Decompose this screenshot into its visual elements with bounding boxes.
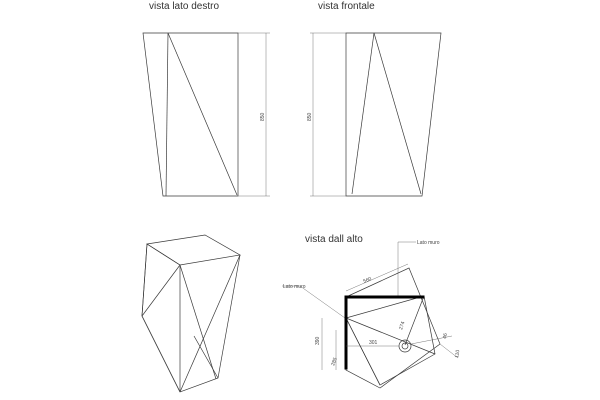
front-view-right-diagonal	[373, 32, 422, 195]
wall-label-left: Lato muro	[283, 284, 306, 290]
dim-right: 110	[454, 349, 461, 358]
front-view: vista frontale 850	[307, 1, 442, 197]
top-view: vista dall alto Lato muro Lato muro 560 …	[282, 234, 461, 389]
iso-facet-5	[193, 335, 219, 379]
iso-silhouette	[141, 243, 241, 393]
front-view-outline	[345, 32, 442, 197]
iso-rim-edge	[146, 243, 181, 266]
dim-left-lower: 285	[330, 357, 339, 367]
side-view-title: vista lato destro	[149, 1, 219, 12]
dim-line-top-edge	[345, 263, 409, 292]
wall-leader-top	[397, 241, 416, 296]
dim-diagonal: 274	[398, 321, 406, 331]
wall-label-top: Lato muro	[417, 240, 440, 246]
drain-hole-inner	[401, 342, 409, 350]
isometric-view	[141, 234, 242, 393]
dim-center: 301	[369, 340, 378, 346]
iso-left-edge	[141, 243, 148, 317]
top-view-basin-facet-1	[345, 317, 381, 386]
iso-top-rim	[146, 234, 242, 266]
front-view-left-diagonal	[351, 32, 375, 195]
dim-left-edge: 390	[315, 336, 321, 345]
iso-facet-2	[141, 315, 181, 393]
side-view-outline	[142, 32, 239, 197]
dim-top-edge: 560	[363, 276, 373, 285]
top-view-basin	[345, 295, 436, 386]
side-view-height-dim: 850	[260, 112, 266, 121]
top-view-outer-outline	[345, 267, 441, 389]
iso-facet-3	[179, 264, 217, 380]
wall-corner	[344, 295, 425, 370]
dim-hole: 46	[442, 333, 449, 340]
front-view-height-dim: 850	[307, 112, 313, 121]
side-view-vertical-edge	[165, 32, 169, 197]
top-view-basin-facet-2	[345, 317, 436, 355]
side-view: vista lato destro 850	[142, 1, 270, 197]
iso-facet-4	[179, 254, 241, 393]
dim-line-right	[439, 343, 459, 359]
top-view-title: vista dall alto	[305, 234, 363, 245]
side-view-diagonal-edge	[167, 32, 238, 196]
top-view-basin-facet-3	[404, 295, 425, 346]
dim-line-hole	[410, 335, 453, 345]
front-view-title: vista frontale	[318, 1, 375, 12]
wall-leader-left	[282, 285, 346, 319]
iso-facet-1	[141, 264, 181, 317]
